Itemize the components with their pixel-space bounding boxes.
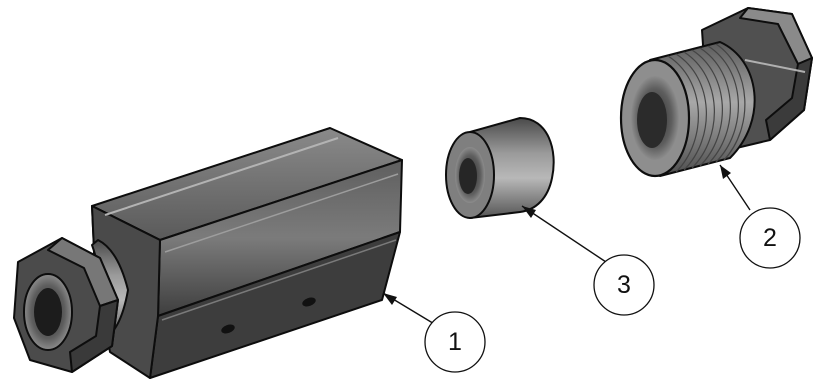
balloon-1 — [424, 311, 486, 373]
balloon-3-group: 3 — [521, 205, 655, 316]
part-body — [13, 127, 403, 379]
balloon-3 — [593, 254, 655, 316]
thread-lines — [667, 43, 746, 173]
balloon-2 — [739, 207, 801, 269]
balloon-2-group: 2 — [719, 164, 801, 269]
balloon-2-label: 2 — [763, 224, 777, 252]
balloon-1-group: 1 — [382, 292, 486, 373]
balloon-3-label: 3 — [617, 271, 631, 299]
part-sleeve — [445, 117, 555, 219]
balloon-1-label: 1 — [448, 328, 462, 356]
part-nut — [619, 7, 813, 178]
